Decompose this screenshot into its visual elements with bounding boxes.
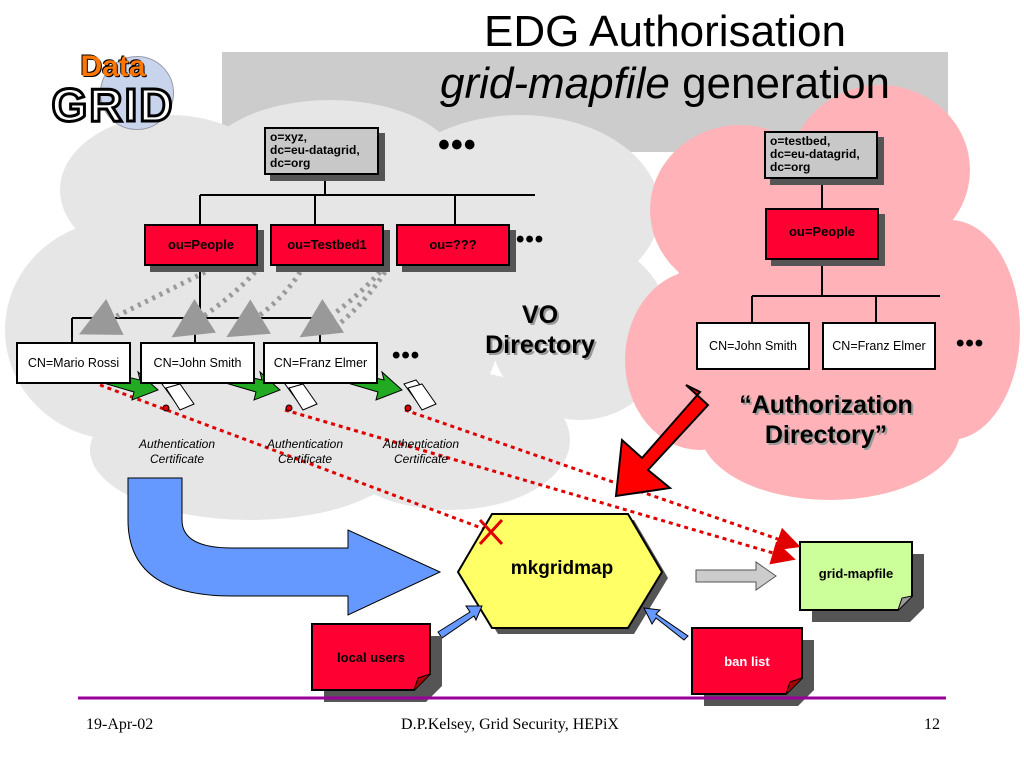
footer-center: D.P.Kelsey, Grid Security, HEPiX (401, 716, 619, 733)
local-users-note-shape (311, 623, 442, 702)
auth-ou-people: ou=People (765, 208, 879, 260)
auth-to-mkgridmap-arrow (614, 384, 710, 498)
certificate-label-2: Authentication Certificate (266, 437, 344, 466)
title-line1: EDG Authorisation (484, 7, 846, 56)
small-blue-arrows (437, 605, 689, 641)
vo-ou-people: ou=People (144, 224, 258, 266)
red-x (478, 518, 504, 546)
vo-directory-label: VO Directory (485, 301, 595, 359)
certificate-label-3: Authentication Certificate (382, 437, 460, 466)
vo-to-mkgridmap-arrow (127, 477, 442, 616)
ban-list-note-shape (691, 627, 814, 706)
certificate-label-1: Authentication Certificate (138, 437, 216, 466)
vo-root-node: o=xyz, dc=eu-datagrid, dc=org (264, 127, 379, 175)
title-italic: grid-mapfile (439, 59, 670, 108)
auth-tree-lines (751, 180, 940, 322)
ban-list-label: ban list (724, 654, 770, 669)
vo-ou-unknown: ou=??? (396, 224, 510, 266)
logo-globe-icon (100, 56, 174, 130)
auth-cn-john-smith: CN=John Smith (696, 322, 810, 370)
red-dotted-lines (99, 383, 801, 565)
logo-bottom-text: GRID (50, 78, 175, 133)
page-title: EDG Authorisation grid-mapfile generatio… (360, 6, 970, 110)
local-users-label: local users (337, 650, 405, 665)
datagrid-logo: Data GRID (18, 48, 208, 134)
vo-cn-ellipsis: ••• (392, 342, 421, 369)
mkgridmap-to-gridmapfile-arrow (695, 561, 777, 591)
gridmapfile-note-shape (799, 541, 924, 622)
vo-ou-ellipsis: ••• (516, 226, 545, 253)
dotted-arrows (78, 269, 388, 338)
gridmapfile-label: grid-mapfile (818, 566, 894, 581)
mkgridmap-label: mkgridmap (510, 558, 614, 579)
title-rest: generation (669, 59, 891, 108)
auth-cn-ellipsis: ••• (956, 330, 985, 357)
vo-cn-john-smith: CN=John Smith (140, 342, 255, 384)
auth-cn-franz-elmer: CN=Franz Elmer (822, 322, 936, 370)
mkgridmap-hexagon (456, 513, 664, 629)
authorization-directory-label: “Authorization Directory” (739, 391, 913, 449)
vo-root-ellipsis: ••• (438, 126, 477, 164)
footer-date: 19-Apr-02 (86, 716, 154, 733)
auth-root-node: o=testbed, dc=eu-datagrid, dc=org (764, 131, 878, 179)
vo-cn-franz-elmer: CN=Franz Elmer (263, 342, 378, 384)
certificate-icons (161, 379, 437, 412)
vo-ou-testbed1: ou=Testbed1 (270, 224, 384, 266)
footer-page-number: 12 (924, 716, 940, 733)
vo-cn-mario-rossi: CN=Mario Rossi (16, 342, 131, 384)
logo-top-text: Data (80, 50, 146, 83)
title-line2: grid-mapfile generation (360, 58, 970, 110)
